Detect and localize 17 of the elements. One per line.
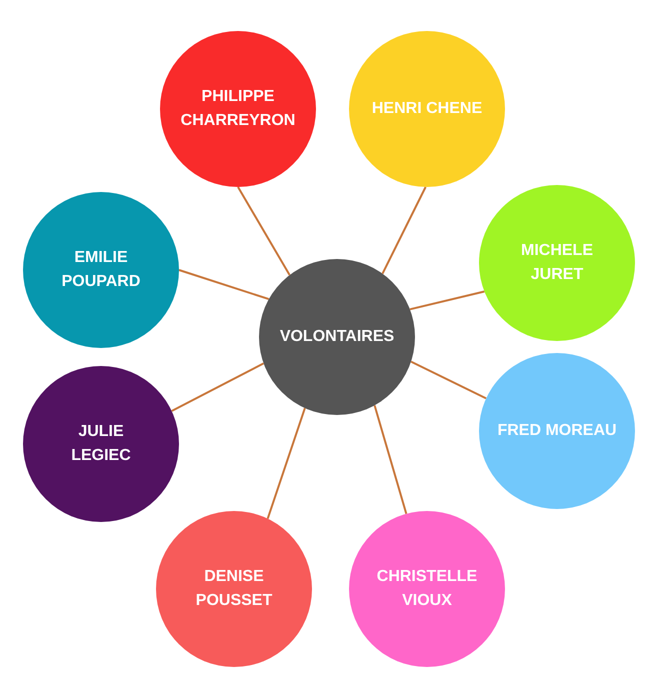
connector-line	[382, 186, 426, 274]
person-name: HENRI CHENE	[372, 99, 482, 119]
connector-line	[237, 186, 290, 276]
connector-line	[266, 408, 306, 520]
hub-label: VOLONTAIRES	[280, 327, 394, 347]
connector-line	[410, 360, 487, 400]
person-name: FRED MOREAU	[497, 421, 617, 441]
connector-line	[374, 405, 408, 514]
person-name: MICHELE JURET	[520, 241, 594, 285]
person-name: EMILIE POUPARD	[60, 248, 142, 292]
person-name: CHRISTELLE VIOUX	[376, 567, 478, 611]
person-name: DENISE POUSSET	[194, 567, 274, 611]
person-name: PHILIPPE CHARREYRON	[180, 87, 296, 131]
person-name: JULIE LEGIEC	[70, 422, 132, 466]
connector-line	[178, 269, 270, 300]
connector-line	[171, 362, 264, 412]
connector-line	[410, 290, 485, 310]
